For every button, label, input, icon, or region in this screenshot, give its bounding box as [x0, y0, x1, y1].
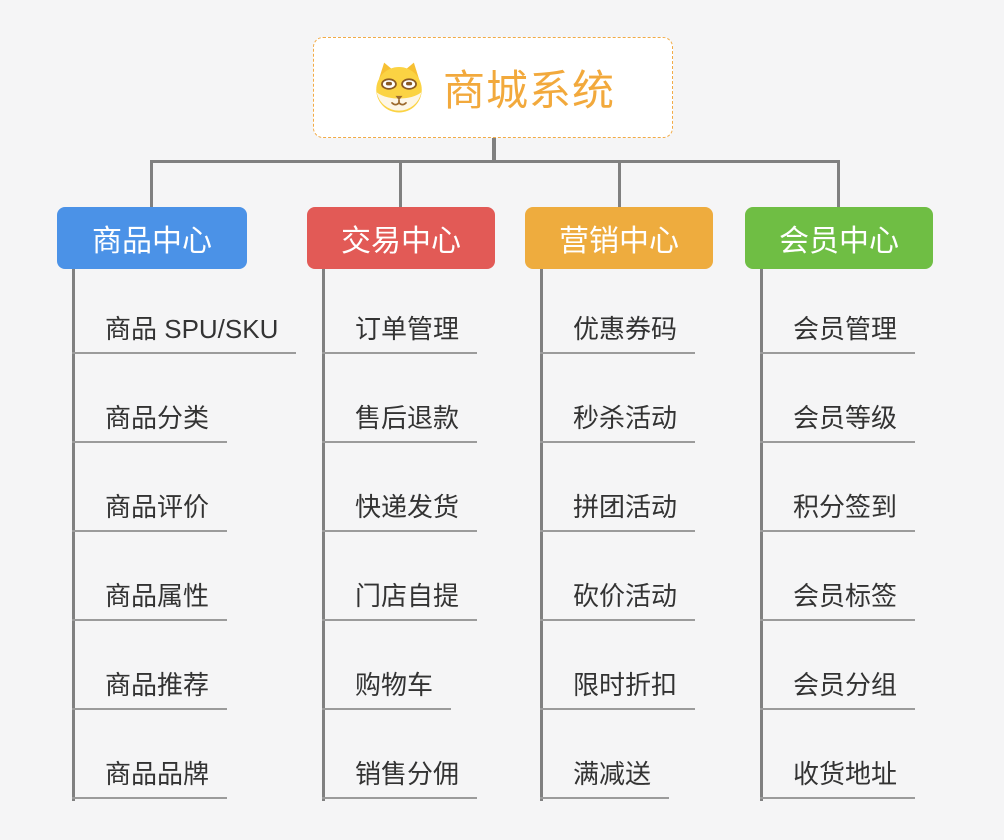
branch-trunk-line [322, 269, 325, 801]
leaf-label: 商品评价 [105, 492, 210, 522]
leaf-label: 会员等级 [793, 403, 898, 433]
leaf-label: 商品属性 [105, 581, 210, 611]
leaf-label: 门店自提 [355, 581, 460, 611]
leaf-label: 拼团活动 [573, 492, 678, 522]
leaf-label: 秒杀活动 [573, 403, 678, 433]
connector-drop-marketing [618, 160, 621, 207]
leaf-node[interactable]: 门店自提 [322, 581, 478, 621]
leaf-label: 限时折扣 [573, 670, 678, 700]
leaf-label: 商品品牌 [105, 759, 210, 789]
leaf-node[interactable]: 购物车 [322, 670, 452, 710]
leaf-node[interactable]: 订单管理 [322, 314, 478, 354]
connector-drop-member [837, 160, 840, 207]
leaf-node[interactable]: 销售分佣 [322, 759, 478, 799]
branch-label: 商品中心 [92, 225, 212, 258]
branch-product-center: 商品中心 商品 SPU/SKU 商品分类 商品评价 商品属性 商品推荐 商品品牌 [57, 207, 322, 807]
leaf-label: 砍价活动 [573, 581, 678, 611]
dog-face-icon [376, 62, 422, 112]
leaf-label: 订单管理 [355, 314, 460, 344]
leaf-node[interactable]: 限时折扣 [540, 670, 696, 710]
leaf-label: 商品分类 [105, 403, 210, 433]
leaf-label: 积分签到 [793, 492, 898, 522]
leaf-node[interactable]: 商品评价 [72, 492, 228, 532]
leaf-label: 购物车 [355, 670, 434, 700]
branch-trunk-line [72, 269, 75, 801]
branch-label: 营销中心 [559, 225, 679, 258]
branch-trunk-line [760, 269, 763, 801]
leaf-node[interactable]: 快递发货 [322, 492, 478, 532]
leaf-node[interactable]: 商品推荐 [72, 670, 228, 710]
branch-header-member[interactable]: 会员中心 [745, 207, 933, 269]
leaf-label: 销售分佣 [355, 759, 460, 789]
connector-horizontal-line [150, 160, 840, 163]
leaf-node[interactable]: 优惠券码 [540, 314, 696, 354]
branch-marketing-center: 营销中心 优惠券码 秒杀活动 拼团活动 砍价活动 限时折扣 满减送 [525, 207, 790, 807]
leaf-node[interactable]: 会员分组 [760, 670, 916, 710]
root-title: 商城系统 [442, 67, 615, 114]
leaf-label: 满减送 [573, 759, 652, 789]
leaf-label: 收货地址 [793, 759, 898, 789]
leaf-label: 商品 SPU/SKU [105, 314, 279, 344]
branch-member-center: 会员中心 会员管理 会员等级 积分签到 会员标签 会员分组 收货地址 [745, 207, 1004, 807]
branch-header-marketing[interactable]: 营销中心 [525, 207, 713, 269]
branch-trunk-line [540, 269, 543, 801]
leaf-label: 优惠券码 [573, 314, 678, 344]
leaf-node[interactable]: 会员等级 [760, 403, 916, 443]
leaf-label: 售后退款 [355, 403, 460, 433]
connector-drop-trade [399, 160, 402, 207]
leaf-node[interactable]: 砍价活动 [540, 581, 696, 621]
leaf-node[interactable]: 商品分类 [72, 403, 228, 443]
branch-label: 会员中心 [779, 225, 899, 258]
connector-root-trunk [492, 138, 496, 162]
leaf-node[interactable]: 商品品牌 [72, 759, 228, 799]
leaf-node[interactable]: 满减送 [540, 759, 670, 799]
leaf-label: 快递发货 [355, 492, 460, 522]
connector-drop-product [150, 160, 153, 207]
leaf-label: 会员分组 [793, 670, 898, 700]
leaf-node[interactable]: 拼团活动 [540, 492, 696, 532]
leaf-node[interactable]: 会员标签 [760, 581, 916, 621]
leaf-node[interactable]: 商品属性 [72, 581, 228, 621]
leaf-node[interactable]: 商品 SPU/SKU [72, 314, 297, 354]
branch-trade-center: 交易中心 订单管理 售后退款 快递发货 门店自提 购物车 销售分佣 [307, 207, 572, 807]
leaf-node[interactable]: 售后退款 [322, 403, 478, 443]
branch-header-product[interactable]: 商品中心 [57, 207, 247, 269]
branch-header-trade[interactable]: 交易中心 [307, 207, 495, 269]
leaf-node[interactable]: 积分签到 [760, 492, 916, 532]
leaf-label: 会员管理 [793, 314, 898, 344]
root-node[interactable]: 商城系统 [313, 37, 673, 138]
leaf-node[interactable]: 会员管理 [760, 314, 916, 354]
leaf-label: 会员标签 [793, 581, 898, 611]
leaf-label: 商品推荐 [105, 670, 210, 700]
branch-label: 交易中心 [341, 225, 461, 258]
leaf-node[interactable]: 收货地址 [760, 759, 916, 799]
leaf-node[interactable]: 秒杀活动 [540, 403, 696, 443]
